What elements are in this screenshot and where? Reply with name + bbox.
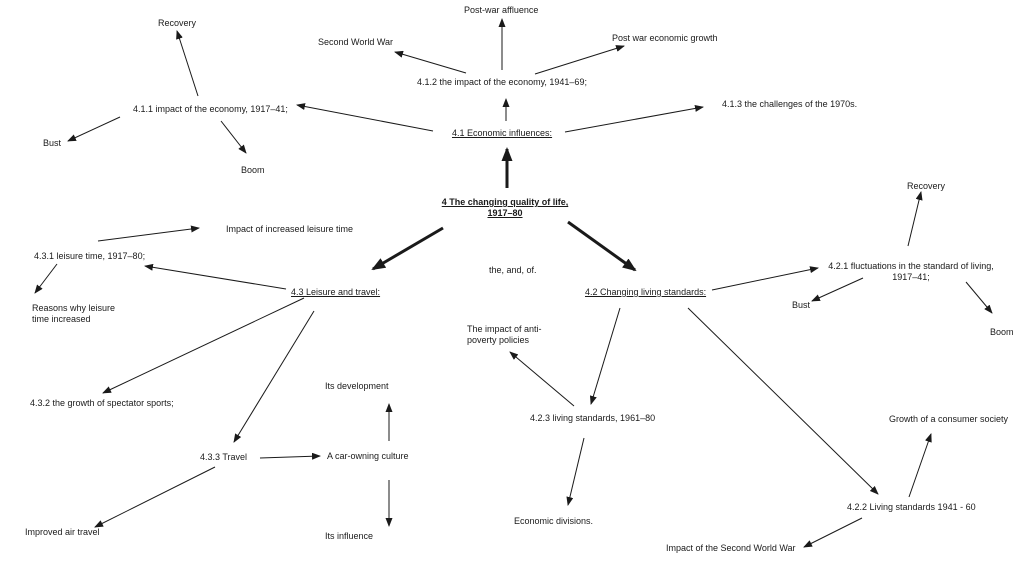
node-4-3-3-car-influence: Its influence: [325, 531, 374, 541]
node-leisure-travel: 4.3 Leisure and travel:: [291, 287, 381, 297]
node-4-1-1-boom: Boom: [241, 165, 265, 175]
node-4-2-1-bust: Bust: [792, 300, 811, 310]
node-4-2-1-line1: 4.2.1 fluctuations in the standard of li…: [828, 261, 994, 271]
arrow-431-to-reasons: [34, 263, 58, 294]
central-topic: 4 The changing quality of life, 1917–80: [440, 197, 570, 219]
arrow-421-to-bust: [811, 277, 864, 302]
node-living-standards: 4.2 Changing living standards:: [585, 287, 707, 297]
arrow-411-to-bust: [67, 116, 121, 142]
node-4-3-1: 4.3.1 leisure time, 1917–80;: [34, 251, 146, 261]
node-4-2-2: 4.2.2 Living standards 1941 - 60: [847, 502, 976, 512]
node-4-3-3-car: A car-owning culture: [327, 451, 409, 461]
note-text: the, and, of.: [489, 265, 537, 275]
arrow-431-to-impact: [97, 225, 200, 242]
central-topic-line1: 4 The changing quality of life,: [441, 197, 569, 207]
node-4-2-3-policies-line2: poverty policies: [467, 335, 530, 345]
node-4-3-2: 4.3.2 the growth of spectator sports;: [30, 398, 174, 408]
arrow-leisure-to-433: [233, 310, 315, 443]
arrow-412-to-growth: [534, 45, 625, 75]
node-4-3-3-air: Improved air travel: [25, 527, 100, 537]
arrow-economic-to-411: [296, 103, 434, 132]
node-4-1-2-growth: Post war economic growth: [612, 33, 718, 43]
node-economic-influences: 4.1 Economic influences:: [452, 128, 553, 138]
arrow-living-to-422: [687, 307, 879, 495]
node-4-2-1-line2: 1917–41;: [892, 272, 930, 282]
arrow-411-to-recovery: [176, 30, 199, 97]
arrow-living-to-421: [711, 266, 819, 291]
node-4-3-3: 4.3.3 Travel: [200, 452, 248, 462]
node-4-1-1-recovery: Recovery: [158, 18, 197, 28]
node-4-3-1-reasons: Reasons why leisure time increased: [32, 303, 115, 325]
node-4-1-2-ww2: Second World War: [318, 37, 394, 47]
node-4-2-3-divisions: Economic divisions.: [514, 516, 594, 526]
node-4-1-3: 4.1.3 the challenges of the 1970s.: [722, 99, 858, 109]
arrow-423-to-policies: [509, 351, 575, 407]
arrow-422-to-consumer: [908, 433, 932, 498]
node-4-1-1-bust: Bust: [43, 138, 62, 148]
node-4-1-2-affluence: Post-war affluence: [464, 5, 539, 15]
node-4-3-3-car-development: Its development: [325, 381, 389, 391]
node-4-2-1-boom: Boom: [990, 327, 1014, 337]
bold-arrow-central-to-living: [567, 220, 637, 272]
node-4-1-1: 4.1.1 impact of the economy, 1917–41;: [133, 104, 288, 114]
bold-arrow-central-to-leisure: [371, 226, 444, 271]
node-4-2-3-policies: The impact of anti- poverty policies: [467, 324, 542, 346]
arrow-economic-to-413: [564, 104, 704, 133]
arrow-433-to-air: [94, 466, 216, 528]
node-4-1-2: 4.1.2 the impact of the economy, 1941–69…: [417, 77, 587, 87]
arrow-living-to-423: [589, 307, 621, 405]
node-4-2-3-policies-line1: The impact of anti-: [467, 324, 542, 334]
node-4-2-3: 4.2.3 living standards, 1961–80: [530, 413, 656, 423]
arrow-423-to-divisions: [566, 437, 585, 506]
node-4-2-2-consumer: Growth of a consumer society: [889, 414, 1009, 424]
arrow-421-to-recovery: [907, 191, 923, 247]
arrow-422-to-ww2: [803, 517, 863, 548]
arrow-433-to-car: [259, 452, 321, 460]
node-4-3-1-reasons-line1: Reasons why leisure: [32, 303, 116, 313]
node-4-2-1: 4.2.1 fluctuations in the standard of li…: [826, 261, 996, 283]
node-4-3-1-impact: Impact of increased leisure time: [226, 224, 354, 234]
node-4-3-1-reasons-line2: time increased: [32, 314, 91, 324]
node-4-2-2-ww2: Impact of the Second World War: [666, 543, 796, 553]
arrow-leisure-to-432: [102, 297, 305, 394]
arrow-421-to-boom: [965, 281, 993, 314]
central-topic-line2: 1917–80: [487, 208, 523, 218]
arrow-412-to-ww2: [394, 50, 467, 74]
node-4-2-1-recovery: Recovery: [907, 181, 946, 191]
arrow-leisure-to-431: [144, 263, 287, 290]
arrow-411-to-boom: [220, 120, 247, 154]
